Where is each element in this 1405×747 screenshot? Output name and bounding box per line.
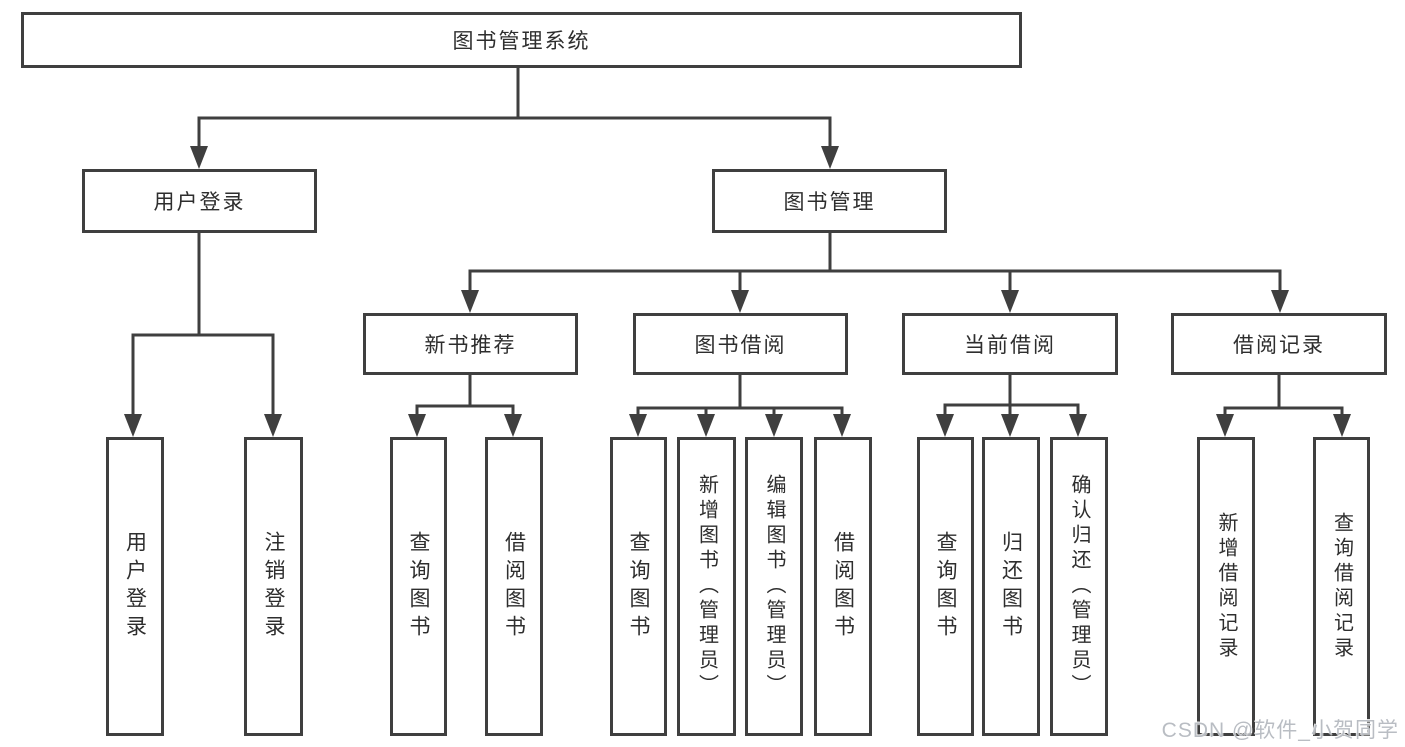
leaf-add-books-admin-label: 新增图书（管理员） bbox=[695, 474, 718, 699]
leaf-add-books-admin: 新增图书（管理员） bbox=[677, 437, 736, 736]
leaf-query-books-3: 查询图书 bbox=[917, 437, 974, 736]
leaf-query-borrow-record: 查询借阅记录 bbox=[1313, 437, 1370, 736]
leaf-query-books-1-label: 查询图书 bbox=[407, 530, 430, 643]
node-root-label: 图书管理系统 bbox=[452, 30, 591, 53]
node-book-borrowing-label: 图书借阅 bbox=[694, 334, 787, 357]
leaf-return-books-label: 归还图书 bbox=[999, 530, 1023, 643]
node-user-login-label: 用户登录 bbox=[153, 191, 246, 214]
leaf-add-borrow-record-label: 新增借阅记录 bbox=[1215, 511, 1237, 662]
leaf-query-borrow-record-label: 查询借阅记录 bbox=[1330, 511, 1353, 662]
leaf-confirm-return-admin: 确认归还（管理员） bbox=[1050, 437, 1108, 736]
leaf-add-borrow-record: 新增借阅记录 bbox=[1197, 437, 1255, 736]
leaf-query-books-1: 查询图书 bbox=[390, 437, 447, 736]
leaf-borrow-books-1-label: 借阅图书 bbox=[502, 530, 526, 643]
leaf-confirm-return-admin-label: 确认归还（管理员） bbox=[1068, 474, 1090, 699]
node-book-management: 图书管理 bbox=[712, 169, 947, 233]
leaf-query-books-2: 查询图书 bbox=[610, 437, 667, 736]
leaf-query-books-3-label: 查询图书 bbox=[934, 530, 957, 643]
node-borrowing-records-label: 借阅记录 bbox=[1233, 334, 1325, 357]
node-user-login: 用户登录 bbox=[82, 169, 317, 233]
node-new-book-recommend-label: 新书推荐 bbox=[424, 334, 517, 357]
node-book-borrowing: 图书借阅 bbox=[633, 313, 848, 375]
leaf-user-login: 用户登录 bbox=[106, 437, 164, 736]
node-book-management-label: 图书管理 bbox=[783, 191, 876, 214]
leaf-borrow-books-2-label: 借阅图书 bbox=[831, 530, 855, 643]
leaf-logout: 注销登录 bbox=[244, 437, 303, 736]
leaf-borrow-books-2: 借阅图书 bbox=[814, 437, 872, 736]
leaf-return-books: 归还图书 bbox=[982, 437, 1040, 736]
leaf-edit-books-admin-label: 编辑图书（管理员） bbox=[763, 474, 785, 699]
leaf-edit-books-admin: 编辑图书（管理员） bbox=[745, 437, 803, 736]
leaf-query-books-2-label: 查询图书 bbox=[627, 530, 650, 643]
csdn-watermark: CSDN @软件_小贺同学 bbox=[1161, 719, 1399, 742]
node-root: 图书管理系统 bbox=[21, 12, 1022, 68]
node-current-borrowing-label: 当前借阅 bbox=[964, 334, 1056, 357]
node-borrowing-records: 借阅记录 bbox=[1171, 313, 1387, 375]
leaf-logout-label: 注销登录 bbox=[262, 530, 285, 643]
leaf-borrow-books-1: 借阅图书 bbox=[485, 437, 543, 736]
leaf-user-login-label: 用户登录 bbox=[123, 530, 147, 643]
node-new-book-recommend: 新书推荐 bbox=[363, 313, 578, 375]
node-current-borrowing: 当前借阅 bbox=[902, 313, 1118, 375]
